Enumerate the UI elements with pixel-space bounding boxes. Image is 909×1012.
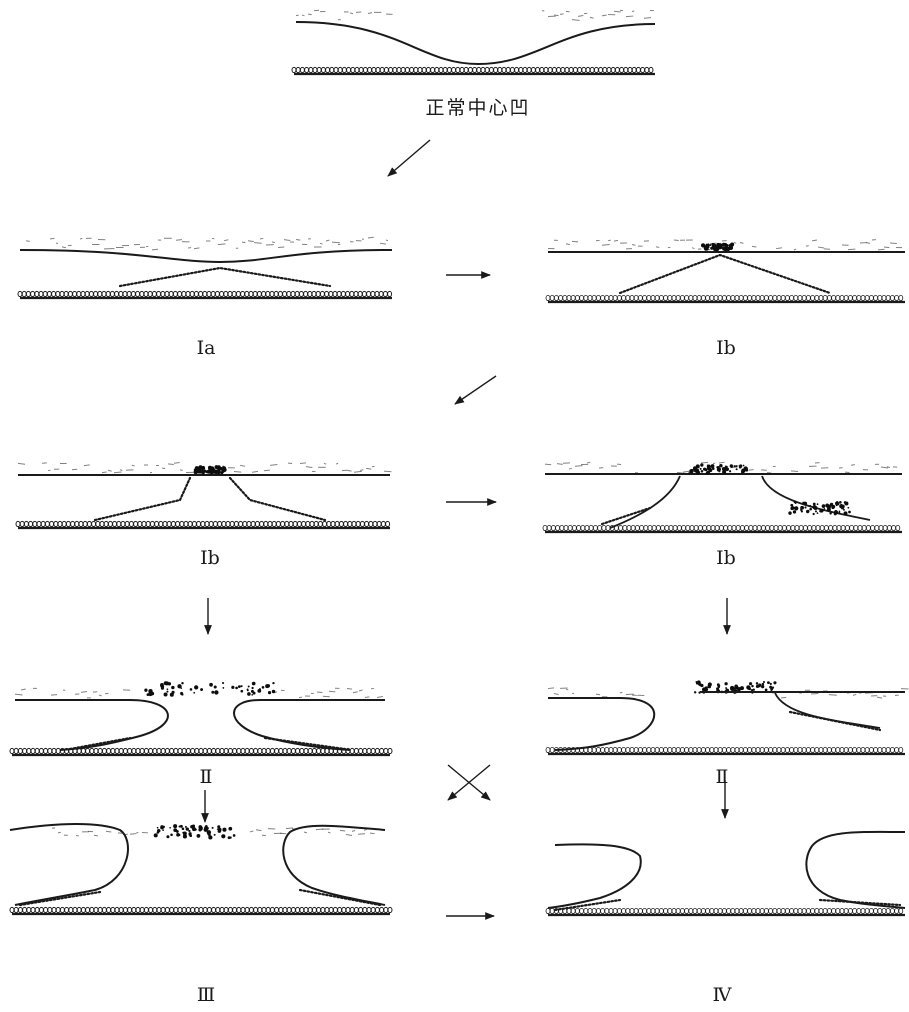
panel-iv — [545, 830, 906, 917]
panel-normal — [291, 9, 656, 76]
panel-ib-1 — [545, 239, 905, 304]
arrow-ib1-to-ib2 — [454, 375, 497, 405]
panel-ii-1 — [9, 681, 393, 757]
panel-ib-3 — [542, 461, 902, 534]
caption-iv: Ⅳ — [712, 984, 732, 1006]
caption-ii-1: Ⅱ — [199, 766, 213, 788]
caption-ib-1: Ⅰb — [716, 337, 736, 359]
caption-normal: 正常中心凹 — [425, 97, 531, 119]
panel-ii-2 — [545, 680, 909, 756]
caption-ib-2: Ⅰb — [200, 547, 220, 569]
caption-ib-3: Ⅰb — [716, 547, 736, 569]
arrow-normal-to-ia — [387, 139, 431, 177]
caption-ia: Ⅰa — [196, 337, 216, 359]
panel-ia — [17, 236, 393, 300]
caption-iii: Ⅲ — [196, 984, 216, 1006]
panel-ib-2 — [15, 462, 392, 530]
arrow-cross — [447, 764, 491, 801]
caption-ii-2: Ⅱ — [715, 766, 729, 788]
panel-iii — [9, 823, 393, 916]
